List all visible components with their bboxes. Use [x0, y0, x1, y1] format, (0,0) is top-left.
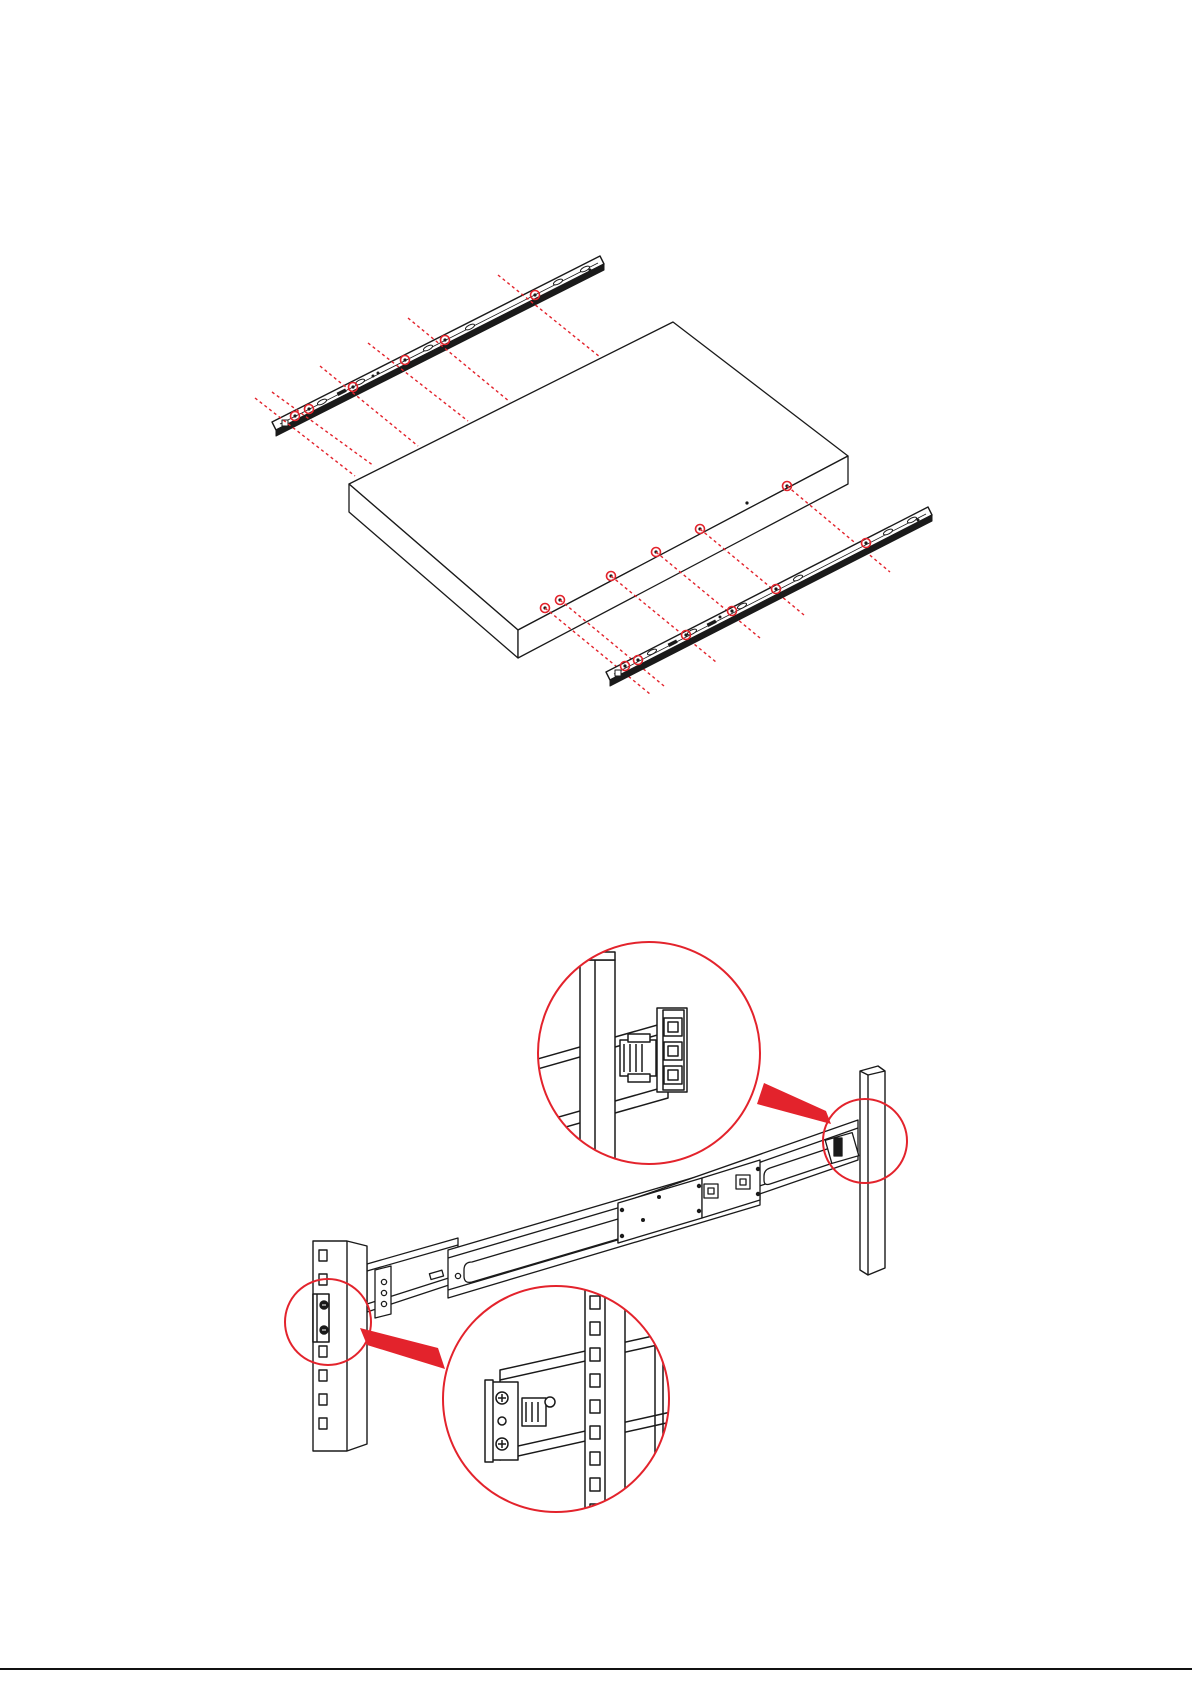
rear-zoom-callout — [520, 942, 760, 1170]
rear-rack-post — [860, 1066, 885, 1275]
front-callout-pointer — [360, 1328, 445, 1369]
front-zoom-callout — [443, 1270, 680, 1520]
device-chassis — [349, 322, 848, 658]
rear-callout-pointer — [757, 1083, 831, 1124]
page-bottom-rule — [0, 1668, 1192, 1672]
front-rack-post — [313, 1241, 367, 1451]
figure-rail-to-rack — [285, 942, 907, 1520]
figure-rail-to-device — [255, 256, 932, 694]
